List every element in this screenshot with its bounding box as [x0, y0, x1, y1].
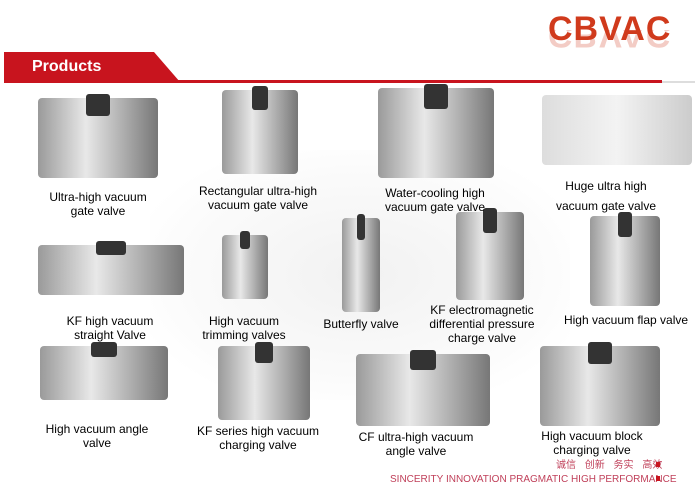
- product-label: Butterfly valve: [323, 317, 399, 331]
- product-image-kf-electromagnetic-valve: [456, 208, 524, 300]
- section-title: Products: [32, 58, 102, 75]
- product-label: High vacuum flap valve: [563, 313, 689, 327]
- slogan-chinese: 诚信 创新 务实 高效: [556, 460, 663, 471]
- product-image-ultra-high-gate-valve: [38, 94, 158, 178]
- product-image-block-charging-valve: [540, 342, 660, 426]
- header-divider: [4, 80, 662, 83]
- slogan-english: SINCERITY INNOVATION PRAGMATIC HIGH PERF…: [390, 474, 677, 485]
- product-image-angle-valve: [40, 342, 168, 400]
- product-image-huge-gate-valve: [542, 95, 692, 165]
- product-image-cf-angle-valve: [356, 350, 490, 426]
- product-image-flap-valve: [590, 212, 660, 306]
- slogan-bar: [656, 462, 660, 467]
- cbvac-logo: CBVAC: [548, 10, 672, 48]
- product-image-kf-straight-valve: [38, 241, 184, 295]
- section-banner: Products: [4, 52, 180, 82]
- logo-reflection: CBVAC: [548, 30, 672, 52]
- product-image-butterfly-valve: [342, 214, 380, 312]
- header-divider-tail: [662, 81, 695, 83]
- product-image-water-cooling-gate-valve: [378, 84, 494, 178]
- product-image-rectangular-gate-valve: [222, 86, 298, 174]
- product-image-trimming-valve: [222, 231, 268, 299]
- slogan-bar: [656, 476, 660, 481]
- product-image-kf-charging-valve: [218, 342, 310, 420]
